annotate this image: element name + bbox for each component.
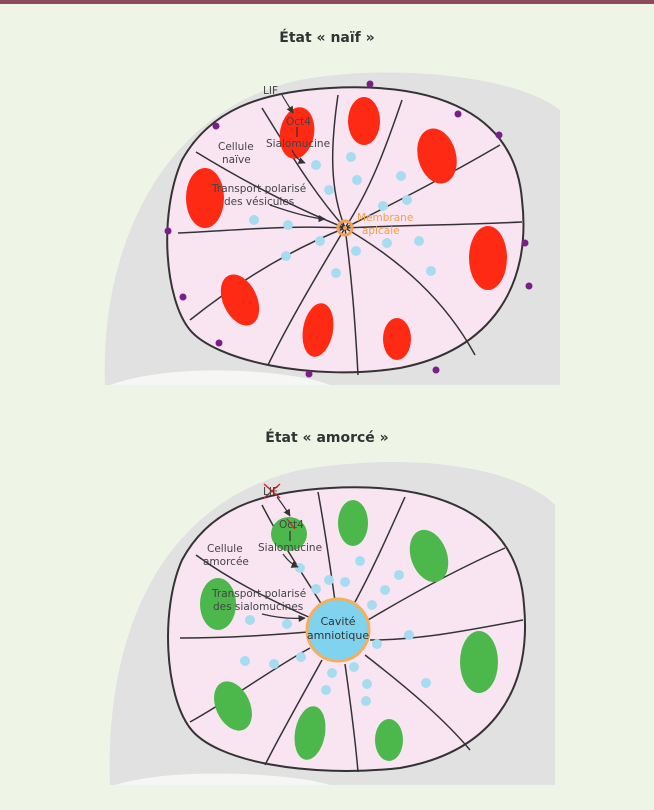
naive-oct4-label: Oct4: [286, 116, 311, 128]
naive-nuclei: [186, 97, 507, 360]
primed-cell-label-line2: amorcée: [203, 556, 249, 568]
naive-lif-dots: [164, 80, 533, 378]
naive-vesicles: [249, 152, 436, 278]
primed-vesicles: [240, 556, 431, 706]
apical-membrane-label-line2: apicale: [362, 225, 400, 237]
amniotic-cavity-label-line2: amniotique: [307, 629, 370, 642]
primed-cell-borders: [179, 491, 524, 773]
naive-sialomucine-label: Sialomucine: [266, 138, 330, 150]
primed-oct4-label: Oct4: [279, 519, 304, 531]
naive-panel: LIF Oct4 Sialomucine Cellule naïve Trans…: [104, 72, 560, 385]
amniotic-cavity-label-line1: Cavité: [320, 615, 355, 628]
apical-membrane-label-line1: Membrane: [357, 212, 413, 224]
primed-dome-base: [115, 773, 330, 785]
primed-transport-label-line2: des sialomucines: [213, 601, 303, 613]
naive-lif-arrow: [281, 94, 294, 114]
primed-transport-arrow: [261, 613, 306, 623]
lif-crossed-out-icon: [263, 483, 281, 499]
primed-state-title: État « amorcé »: [265, 430, 389, 446]
primed-lif-label: LIF: [263, 486, 278, 498]
primed-lif-arrow: [276, 496, 291, 517]
naive-cell-label-line2: naïve: [222, 154, 251, 166]
naive-state-title: État « naïf »: [279, 30, 375, 46]
naive-lif-label: LIF: [263, 85, 278, 97]
naive-sialomucine-arrow: [291, 149, 306, 164]
primed-cell-label-line1: Cellule: [207, 543, 243, 555]
oct4-crossed-out-icon: [286, 518, 296, 530]
naive-transport-label-line2: des vésicules: [224, 196, 294, 208]
primed-panel: LIF Oct4 Sialomucine Cellule amorcée Tra…: [109, 462, 556, 785]
naive-cell-borders: [177, 94, 523, 376]
primed-transport-label-line1: Transport polarisé: [211, 588, 306, 600]
naive-apical-membrane: [336, 219, 354, 237]
naive-dome-base: [110, 370, 330, 385]
amniotic-cavity: [305, 597, 371, 663]
naive-transport-arrow: [269, 204, 326, 223]
primed-sialomucine-arrow: [282, 553, 299, 568]
top-border: [0, 0, 654, 4]
primed-sialomucine-label: Sialomucine: [258, 542, 322, 554]
naive-cell-label-line1: Cellule: [218, 141, 254, 153]
primed-nuclei: [200, 500, 498, 761]
naive-transport-label-line1: Transport polarisé: [211, 183, 306, 195]
